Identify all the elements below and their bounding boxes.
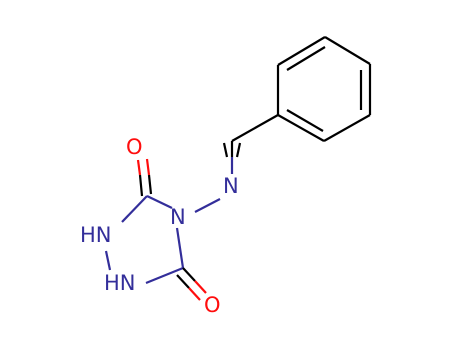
benzene-bond-5: [277, 114, 325, 142]
c-o-top-bond-2: [147, 174, 153, 195]
benzene-inner-bond-1: [286, 46, 326, 71]
atom-o-bottom: O: [204, 293, 221, 317]
c-o-bottom-bond-1: [182, 267, 196, 282]
ring-n-to-c-bottom: [175, 227, 185, 269]
nh-to-c-bottom: [145, 266, 184, 285]
benzene-bond-2: [324, 36, 371, 65]
triazolidine-ring: [104, 195, 185, 285]
atom-o-top: O: [126, 135, 143, 159]
nh-nh-bond: [104, 250, 112, 271]
ch-n-double-bond-b1: [235, 142, 242, 158]
ring-n-to-c-top: [146, 195, 173, 209]
c-o-top-bond-1: [138, 174, 144, 197]
atom-nh-bottom: HN: [104, 271, 136, 295]
benzene-bond-4: [323, 114, 371, 142]
carbonyl-bottom: [176, 267, 207, 301]
c-o-bottom-bond-2: [176, 274, 190, 289]
benzene-bond-1: [277, 36, 326, 66]
c-top-to-nh: [121, 195, 148, 223]
c-o-top-bond-2b: [145, 158, 151, 176]
c-o-bottom-bond-1b: [194, 280, 207, 294]
n-n-bond: [194, 198, 221, 213]
benzene-ring: [276, 36, 372, 142]
ch-n-double-bond-b2: [222, 142, 229, 158]
atom-n-imine: N: [223, 174, 239, 198]
carbonyl-top: [136, 158, 153, 197]
benzene-inner-bond-3: [286, 109, 324, 132]
atom-n-ring: N: [170, 205, 186, 229]
c-o-top-bond-1b: [136, 159, 142, 176]
c-o-bottom-bond-2b: [188, 287, 201, 301]
atom-nh-top: HN: [80, 223, 112, 247]
imine-linker: [194, 114, 279, 213]
ring-to-ch-bond: [231, 114, 279, 142]
